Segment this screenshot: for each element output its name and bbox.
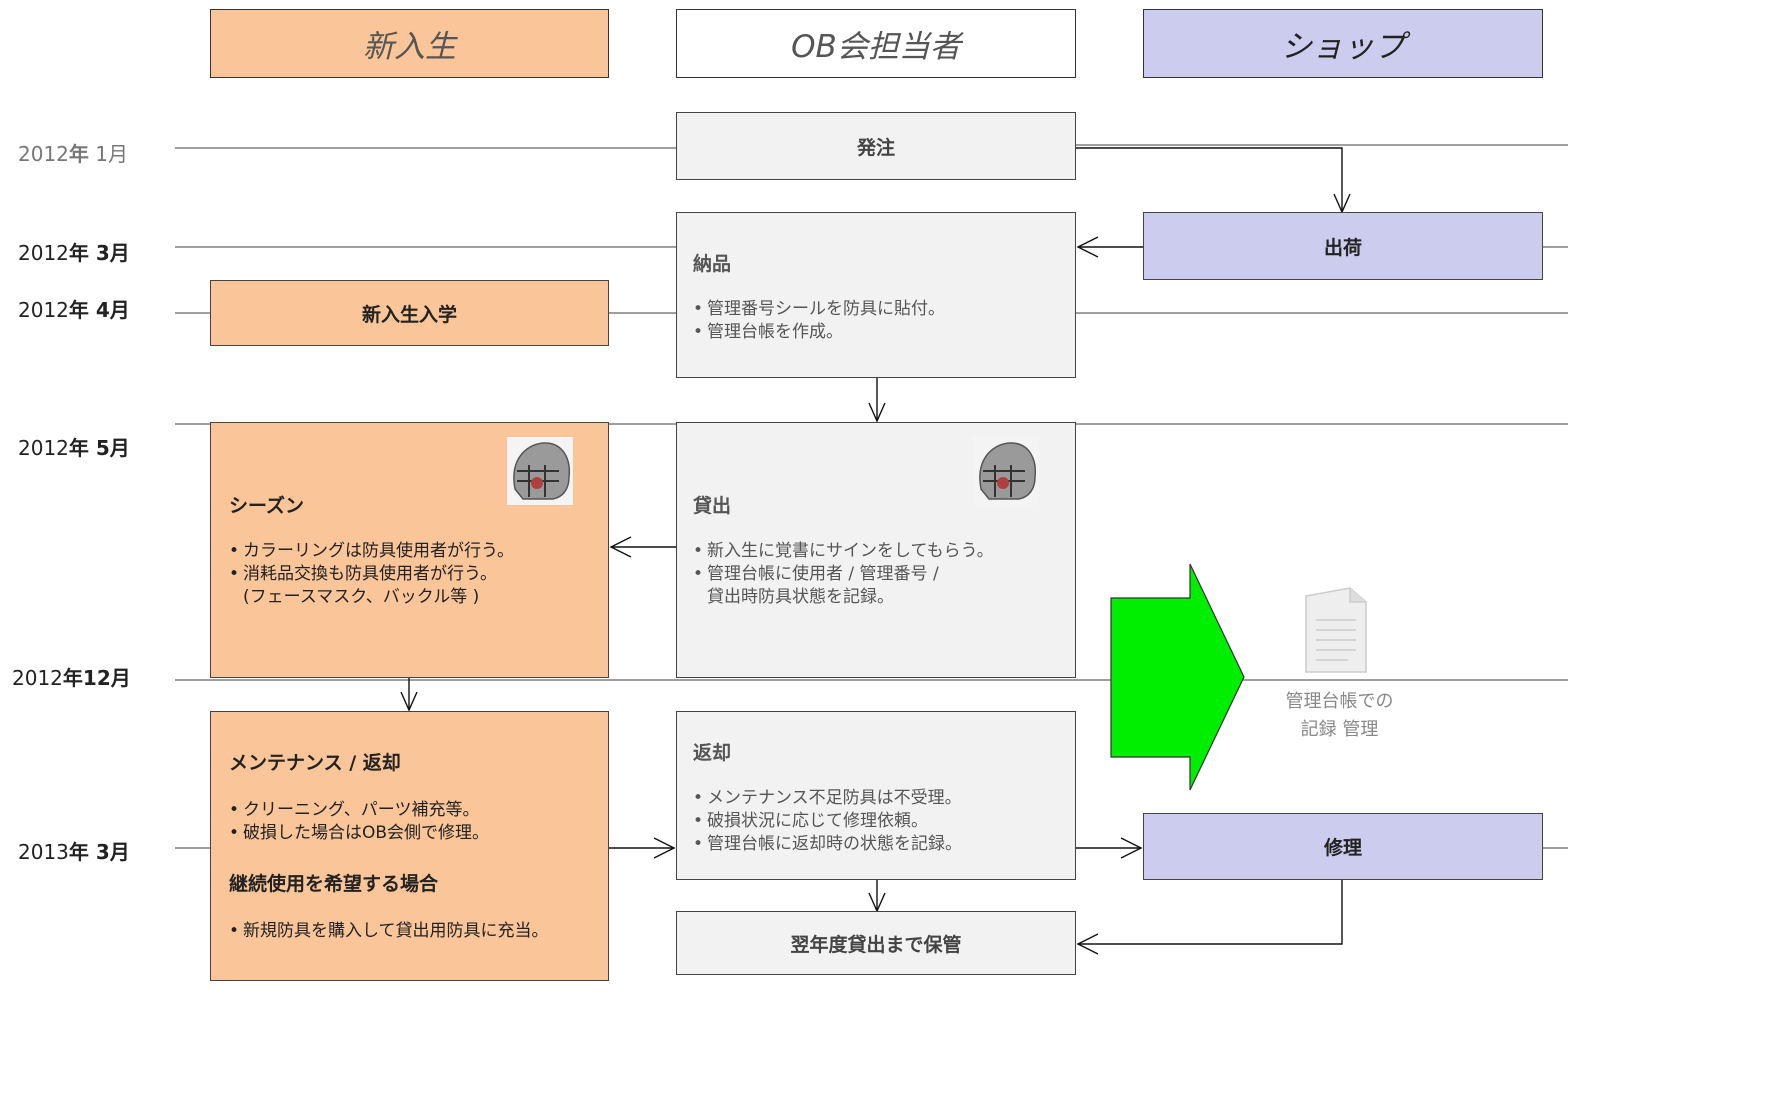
season-item: カラーリングは防具使用者が行う。: [229, 540, 608, 563]
lend-box: 貸出 新入生に覚書にサインをしてもらう。 管理台帳に使用者 / 管理番号 / 貸…: [676, 422, 1076, 678]
season-title: シーズン: [229, 495, 305, 517]
storage-box: 翌年度貸出まで保管: [676, 911, 1076, 975]
date-2012-12: 2012年12月: [12, 666, 131, 690]
date-2012-01: 2012年 1月: [18, 142, 128, 166]
helmet-icon: [507, 437, 573, 505]
return-list: メンテナンス不足防具は不受理。 破損状況に応じて修理依頼。 管理台帳に返却時の状…: [693, 787, 1075, 856]
header-shop: ショップ: [1143, 9, 1543, 78]
lend-item: 新入生に覚書にサインをしてもらう。: [693, 540, 1075, 563]
header-student: 新入生: [210, 9, 609, 78]
order-box: 発注: [676, 112, 1076, 180]
maintenance-box: メンテナンス / 返却 クリーニング、パーツ補充等。 破損した場合はOB会側で修…: [210, 711, 609, 981]
return-box: 返却 メンテナンス不足防具は不受理。 破損状況に応じて修理依頼。 管理台帳に返却…: [676, 711, 1076, 880]
delivery-box: 納品 管理番号シールを防具に貼付。 管理台帳を作成。: [676, 212, 1076, 378]
enroll-box: 新入生入学: [210, 280, 609, 346]
helmet-icon: [973, 437, 1039, 505]
green-arrow: [1110, 563, 1245, 791]
delivery-item: 管理台帳を作成。: [693, 321, 1075, 344]
lend-item: 管理台帳に使用者 / 管理番号 /: [693, 563, 1075, 586]
maintenance-list: クリーニング、パーツ補充等。 破損した場合はOB会側で修理。: [229, 799, 608, 845]
document-icon: [1305, 587, 1367, 673]
ledger-line2: 記録 管理: [1300, 719, 1379, 740]
delivery-title: 納品: [693, 253, 732, 275]
season-box: シーズン カラーリングは防具使用者が行う。 消耗品交換も防具使用者が行う。 (フ…: [210, 422, 609, 678]
continue-title: 継続使用を希望する場合: [229, 873, 439, 895]
lend-note: 貸出時防具状態を記録。: [707, 587, 894, 607]
lend-list: 新入生に覚書にサインをしてもらう。 管理台帳に使用者 / 管理番号 / 貸出時防…: [693, 540, 1075, 609]
lend-title: 貸出: [693, 495, 732, 517]
return-item: メンテナンス不足防具は不受理。: [693, 787, 1075, 810]
ship-box: 出荷: [1143, 212, 1543, 280]
maintenance-title: メンテナンス / 返却: [229, 752, 401, 774]
delivery-item: 管理番号シールを防具に貼付。: [693, 298, 1075, 321]
maintenance-item: 破損した場合はOB会側で修理。: [229, 822, 608, 845]
return-item: 管理台帳に返却時の状態を記録。: [693, 833, 1075, 856]
date-2013-03: 2013年 3月: [18, 840, 130, 864]
continue-list: 新規防具を購入して貸出用防具に充当。: [229, 920, 608, 943]
header-ob: OB会担当者: [676, 9, 1076, 78]
season-item: 消耗品交換も防具使用者が行う。: [229, 563, 608, 586]
delivery-list: 管理番号シールを防具に貼付。 管理台帳を作成。: [693, 298, 1075, 344]
season-list: カラーリングは防具使用者が行う。 消耗品交換も防具使用者が行う。 (フェースマス…: [229, 540, 608, 609]
continue-item: 新規防具を購入して貸出用防具に充当。: [229, 920, 608, 943]
season-note: (フェースマスク、バックル等 ): [243, 587, 480, 607]
ledger-label: 管理台帳での 記録 管理: [1262, 688, 1417, 744]
date-2012-04: 2012年 4月: [18, 298, 130, 322]
return-title: 返却: [693, 742, 732, 764]
repair-box: 修理: [1143, 813, 1543, 880]
maintenance-item: クリーニング、パーツ補充等。: [229, 799, 608, 822]
ledger-line1: 管理台帳での: [1285, 691, 1394, 712]
date-2012-05: 2012年 5月: [18, 436, 130, 460]
date-2012-03: 2012年 3月: [18, 241, 130, 265]
return-item: 破損状況に応じて修理依頼。: [693, 810, 1075, 833]
